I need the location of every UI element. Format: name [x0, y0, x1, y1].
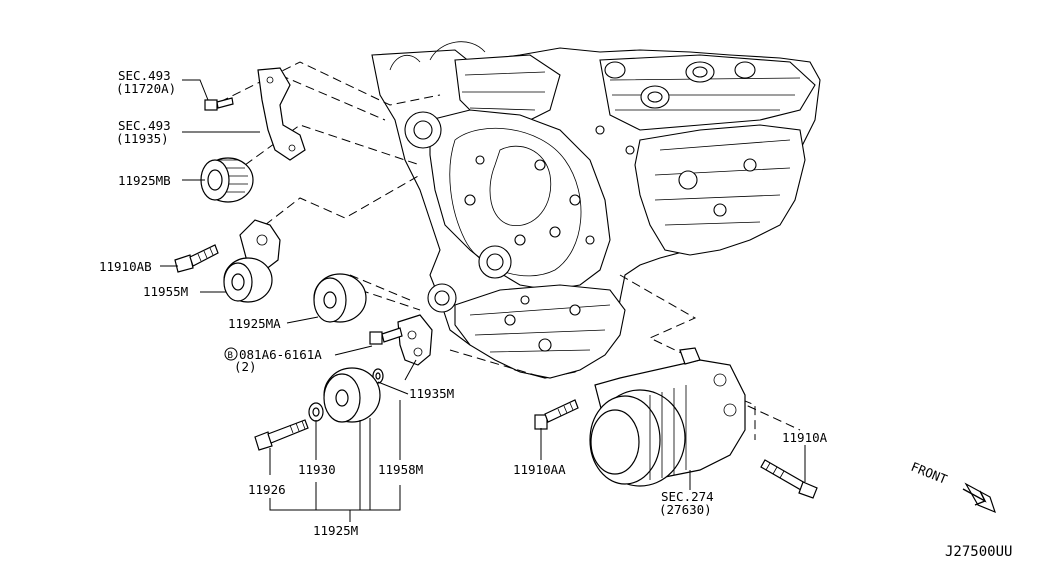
bolt-11720a: [204, 97, 234, 111]
label-sec493-a-sub: (11720A): [116, 81, 176, 96]
label-sec493-b: SEC.493: [118, 118, 171, 133]
label-11910ab: 11910AB: [99, 259, 152, 274]
front-label: FRONT: [909, 459, 950, 487]
label-sec493-a: SEC.493: [118, 68, 171, 83]
label-bolt-qty: (2): [234, 359, 257, 374]
label-11925m: 11925M: [313, 523, 358, 538]
part-labels: SEC.493 (11720A) SEC.493 (11935) 11925MB…: [99, 68, 828, 538]
label-sec274-sub: (27630): [659, 502, 712, 517]
label-11955m: 11955M: [143, 284, 188, 299]
engine-block: [371, 41, 821, 379]
label-bolt-spec: 081A6-6161A: [239, 347, 322, 362]
pulley-11925mb: [200, 157, 254, 203]
bolt-symbol-circle: [224, 347, 238, 361]
label-11925mb: 11925MB: [118, 173, 171, 188]
bolt-11910aa: [534, 399, 579, 430]
figure-code: J27500UU: [945, 544, 1012, 560]
leader-lines: [160, 79, 806, 522]
front-direction-indicator: FRONT: [909, 459, 996, 514]
front-arrow-icon: [962, 488, 987, 506]
label-11910a: 11910A: [782, 430, 828, 445]
label-sec274: SEC.274: [661, 489, 714, 504]
bolt-11910ab: [174, 244, 219, 273]
label-11910aa: 11910AA: [513, 462, 566, 477]
label-11930: 11930: [298, 462, 336, 477]
compressor-sec274: [589, 347, 746, 487]
label-11958m: 11958M: [378, 462, 423, 477]
pulley-11925ma: [313, 273, 367, 323]
washer-11930: [308, 402, 324, 422]
bolt-11926: [254, 419, 309, 451]
bolt-11910a: [760, 459, 818, 499]
bracket-11935m: [397, 314, 433, 366]
label-11925ma: 11925MA: [228, 316, 281, 331]
pulley-11925m: [323, 367, 381, 423]
bracket-11935: [257, 67, 306, 161]
bolt-081a6-6161a: [369, 327, 403, 345]
label-sec493-b-sub: (11935): [116, 131, 169, 146]
bolt-symbol-letter: B: [228, 351, 233, 361]
label-11926: 11926: [248, 482, 286, 497]
label-11935m: 11935M: [409, 386, 454, 401]
tensioner-11955m: [223, 219, 281, 303]
